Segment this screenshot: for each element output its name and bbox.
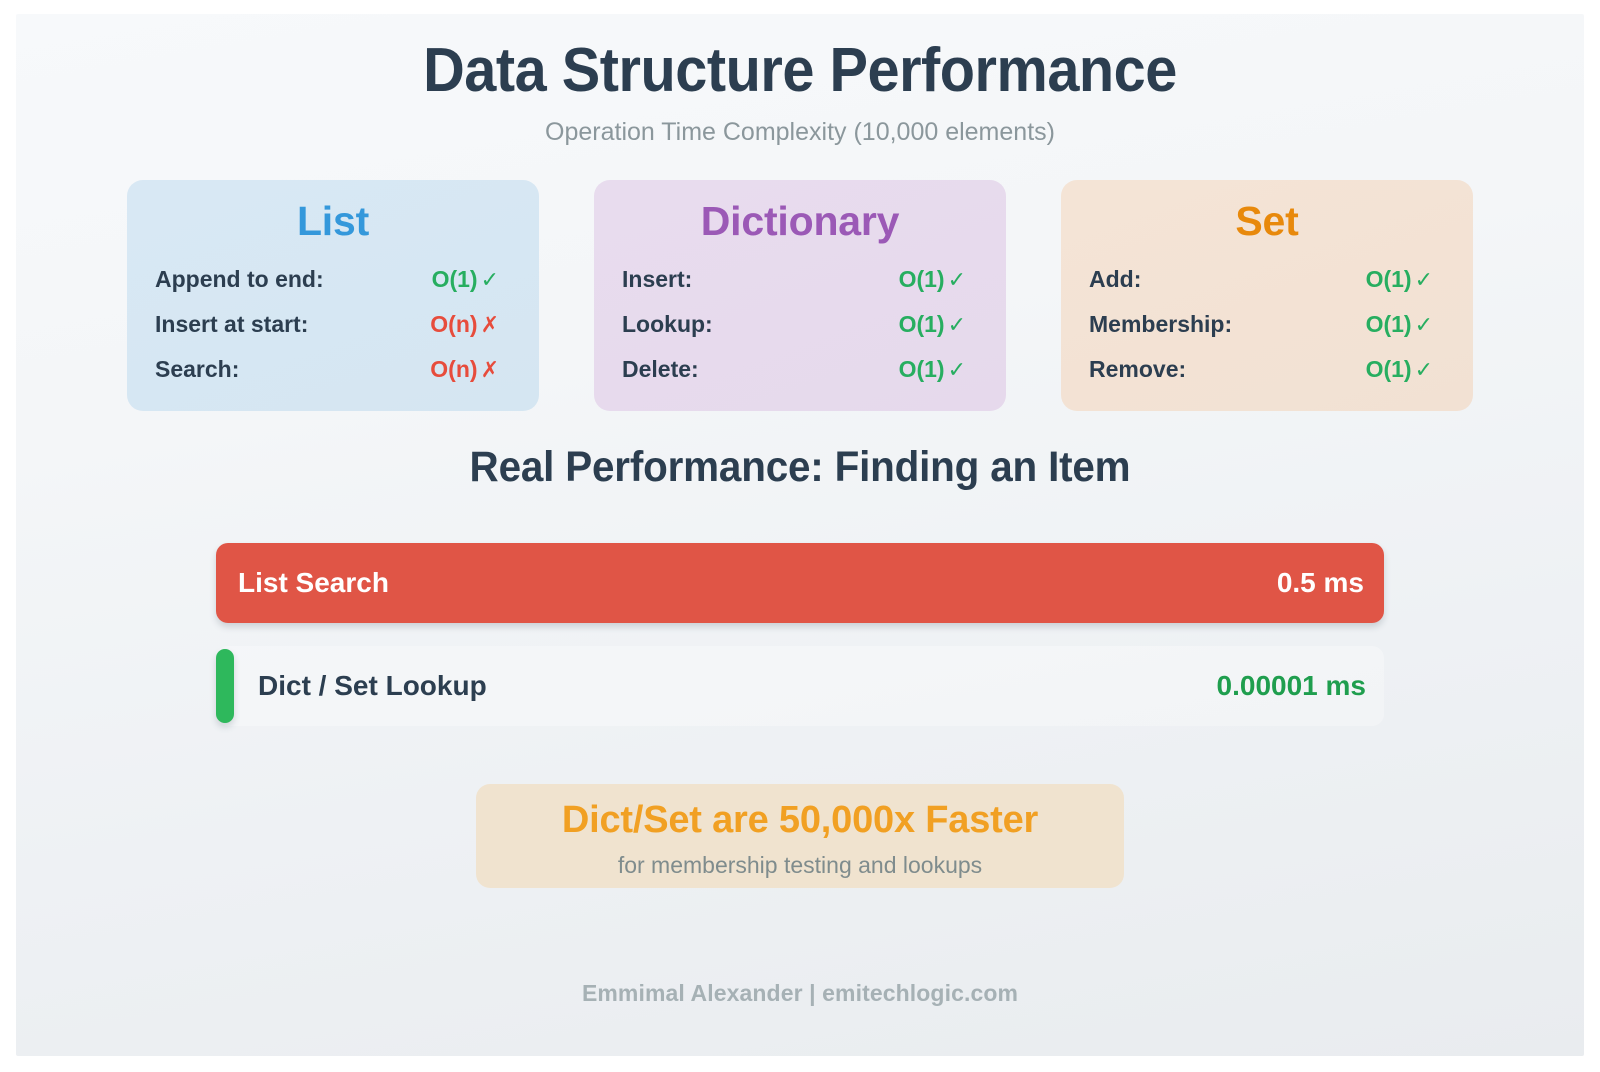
speed-callout: Dict/Set are 50,000x Faster for membersh… <box>476 784 1124 889</box>
row-value: O(1)✓ <box>1366 356 1445 383</box>
callout-wrap: Dict/Set are 50,000x Faster for membersh… <box>16 784 1584 889</box>
card-list-title: List <box>296 198 370 245</box>
check-icon: ✓ <box>1414 311 1433 337</box>
cross-icon: ✗ <box>480 311 499 337</box>
card-row: Insert at start: O(n)✗ <box>155 311 511 356</box>
row-value-text: O(1) <box>431 265 478 292</box>
card-set-title: Set <box>1235 198 1299 245</box>
row-value: O(1)✓ <box>1366 266 1445 293</box>
row-value: O(1)✓ <box>899 266 978 293</box>
bar-row-dict-set-lookup: Dict / Set Lookup 0.00001 ms <box>216 646 1384 727</box>
check-icon: ✓ <box>947 356 966 382</box>
row-value-text: O(1) <box>898 355 945 382</box>
card-set-rows: Add: O(1)✓ Membership: O(1)✓ Remove: O(1… <box>1089 266 1445 401</box>
card-list: List Append to end: O(1)✓ Insert at star… <box>127 180 539 412</box>
bar-fill-list-search <box>216 543 1384 624</box>
row-value-text: O(1) <box>1365 265 1412 292</box>
row-value: O(1)✓ <box>899 356 978 383</box>
row-value-text: O(n) <box>430 310 478 337</box>
page-subtitle: Operation Time Complexity (10,000 elemen… <box>545 118 1055 147</box>
card-row: Lookup: O(1)✓ <box>622 311 978 356</box>
row-value: O(1)✓ <box>1366 311 1445 338</box>
callout-subtitle: for membership testing and lookups <box>617 851 983 878</box>
check-icon: ✓ <box>1414 356 1433 382</box>
bar-label-dict-set-lookup: Dict / Set Lookup <box>258 670 487 702</box>
section-heading: Real Performance: Finding an Item <box>469 443 1131 492</box>
bar-track <box>216 646 1384 727</box>
card-set: Set Add: O(1)✓ Membership: O(1)✓ Remove:… <box>1061 180 1473 412</box>
row-value: O(1)✓ <box>899 311 978 338</box>
row-value-text: O(1) <box>1365 355 1412 382</box>
bar-row-list-search: List Search 0.5 ms <box>216 543 1384 624</box>
row-value: O(n)✗ <box>430 356 511 383</box>
card-row: Delete: O(1)✓ <box>622 356 978 401</box>
card-list-rows: Append to end: O(1)✓ Insert at start: O(… <box>155 266 511 401</box>
row-label: Remove: <box>1089 355 1187 382</box>
check-icon: ✓ <box>947 266 966 292</box>
row-value: O(n)✗ <box>430 311 511 338</box>
row-label: Append to end: <box>155 265 324 292</box>
bar-value-dict-set-lookup: 0.00001 ms <box>1216 670 1366 702</box>
row-label: Delete: <box>622 355 699 382</box>
row-value-text: O(n) <box>430 355 478 382</box>
page-title: Data Structure Performance <box>423 36 1177 105</box>
row-value-text: O(1) <box>1365 310 1412 337</box>
row-label: Membership: <box>1089 310 1233 337</box>
row-value-text: O(1) <box>898 310 945 337</box>
card-row: Membership: O(1)✓ <box>1089 311 1445 356</box>
card-dictionary: Dictionary Insert: O(1)✓ Lookup: O(1)✓ D… <box>594 180 1006 412</box>
check-icon: ✓ <box>1414 266 1433 292</box>
infographic-canvas: Data Structure Performance Operation Tim… <box>16 14 1584 1056</box>
row-value: O(1)✓ <box>432 266 511 293</box>
row-label: Add: <box>1089 265 1142 292</box>
card-row: Add: O(1)✓ <box>1089 266 1445 311</box>
card-dictionary-rows: Insert: O(1)✓ Lookup: O(1)✓ Delete: O(1)… <box>622 266 978 401</box>
row-value-text: O(1) <box>898 265 945 292</box>
callout-title: Dict/Set are 50,000x Faster <box>561 799 1039 842</box>
row-label: Insert: <box>622 265 693 292</box>
bar-value-list-search: 0.5 ms <box>1276 567 1364 599</box>
check-icon: ✓ <box>947 311 966 337</box>
card-row: Insert: O(1)✓ <box>622 266 978 311</box>
check-icon: ✓ <box>480 266 499 292</box>
row-label: Lookup: <box>622 310 713 337</box>
bar-label-list-search: List Search <box>238 567 389 599</box>
card-row: Search: O(n)✗ <box>155 356 511 401</box>
complexity-cards: List Append to end: O(1)✓ Insert at star… <box>16 180 1584 412</box>
card-row: Remove: O(1)✓ <box>1089 356 1445 401</box>
card-row: Append to end: O(1)✓ <box>155 266 511 311</box>
card-dictionary-title: Dictionary <box>700 198 900 245</box>
cross-icon: ✗ <box>480 356 499 382</box>
row-label: Insert at start: <box>155 310 309 337</box>
bar-fill-dict-set-lookup <box>216 649 234 724</box>
footer-credit: Emmimal Alexander | emitechlogic.com <box>581 980 1019 1006</box>
row-label: Search: <box>155 355 240 382</box>
performance-bar-chart: List Search 0.5 ms Dict / Set Lookup 0.0… <box>16 543 1584 727</box>
